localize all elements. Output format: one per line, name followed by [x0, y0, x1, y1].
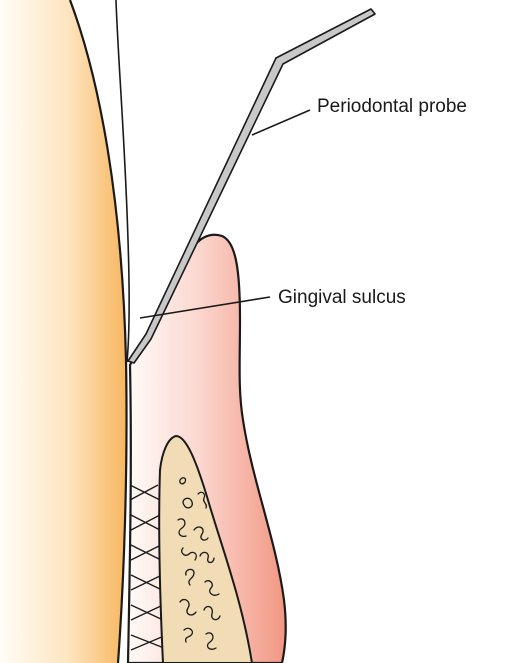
periodontal-probe: [128, 9, 375, 363]
probe-label: Periodontal probe: [317, 96, 467, 117]
sulcus-label: Gingival sulcus: [278, 287, 406, 308]
probe-leader-line: [252, 110, 310, 135]
tooth: [0, 0, 127, 663]
